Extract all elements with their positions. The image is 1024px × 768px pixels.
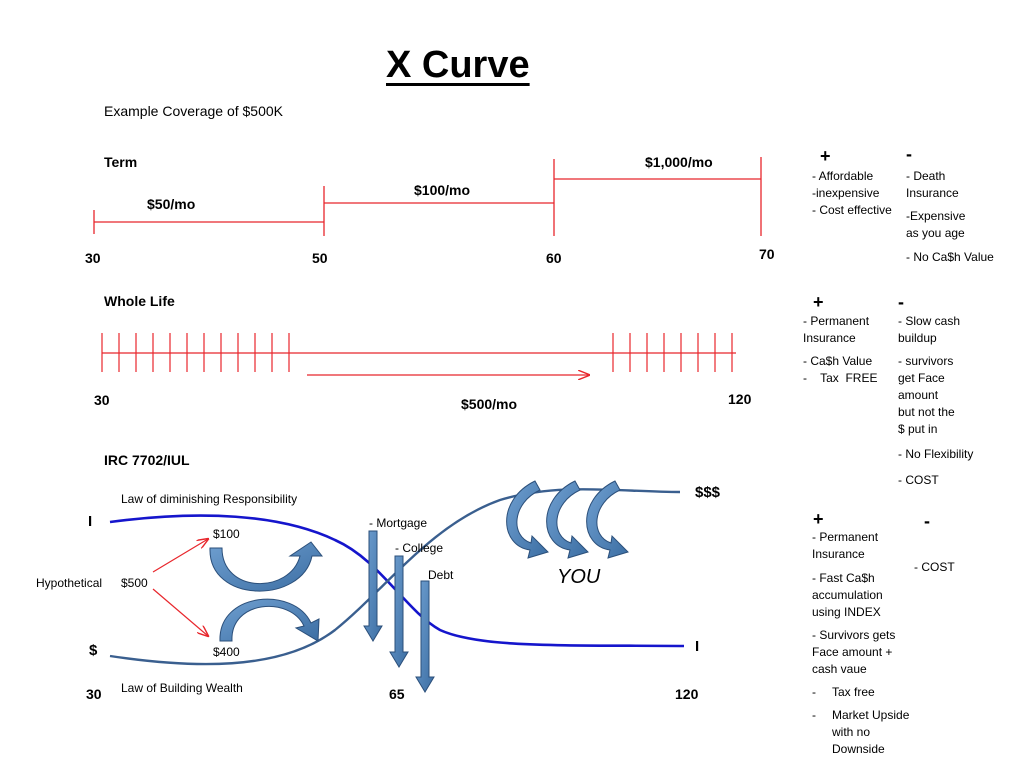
mortgage-arrow (363, 530, 383, 642)
iul-age-120: 120 (675, 686, 699, 702)
debt-arrows (363, 530, 435, 693)
curved-arrow-top (209, 541, 324, 592)
term-pros: - Affordable -inexpensive - Cost effecti… (812, 168, 894, 219)
iul-label: IRC 7702/IUL (104, 452, 190, 468)
term-timeline (93, 157, 762, 236)
debt-college: - College (395, 541, 444, 555)
term-plus: + (820, 146, 831, 166)
iul-con-1: - COST (914, 560, 955, 574)
whole-life-price: $500/mo (461, 396, 518, 412)
whole-life-pros: - Permanent Insurance - Ca$h Value - Tax… (803, 313, 889, 387)
term-con-2: -Expensive as you age (906, 209, 966, 240)
term-price-50: $50/mo (147, 196, 196, 212)
curved-arrows-left (209, 541, 324, 642)
right-bottom-symbol: I (695, 638, 700, 655)
term-price-1000: $1,000/mo (645, 154, 713, 170)
curved-arrow-bottom (219, 598, 320, 642)
term-label: Term (104, 154, 138, 170)
whole-life-timeline (101, 333, 736, 375)
iul-plus: + (813, 509, 824, 529)
whole-life-plus: + (813, 292, 824, 312)
responsibility-curve (109, 514, 685, 648)
hypothetical-label: Hypothetical (36, 576, 103, 590)
iul-pro-5-row: -Market Upside with no Downside (812, 707, 918, 758)
debt-mortgage: - Mortgage (369, 516, 428, 530)
you-arrow-3 (586, 480, 629, 559)
term-con-3: - No Ca$h Value (906, 250, 994, 264)
iul-pro-1: - Permanent Insurance (812, 530, 879, 561)
term-age-60: 60 (546, 250, 562, 266)
amount-bottom: $400 (213, 645, 240, 659)
term-minus: - (906, 144, 912, 164)
whole-life-minus: - (898, 292, 904, 312)
whole-life-age-30: 30 (94, 392, 110, 408)
term-pro-1: - Affordable (812, 169, 874, 183)
college-arrow (389, 555, 409, 668)
amount-top: $100 (213, 527, 240, 541)
iul-age-65: 65 (389, 686, 405, 702)
debt-arrow (415, 580, 435, 693)
term-price-100: $100/mo (414, 182, 471, 198)
term-age-50: 50 (312, 250, 328, 266)
you-arrow-2 (546, 480, 589, 559)
iul-pros: - Permanent Insurance - Fast Ca$h accumu… (812, 529, 918, 758)
iul-pro-4: Tax free (832, 685, 875, 699)
iul-pro-3: - Survivors gets Face amount + cash vaue (812, 628, 896, 676)
whole-life-ticks-left (101, 333, 290, 372)
whole-life-age-120: 120 (728, 391, 752, 407)
right-top-symbol: $$$ (695, 484, 721, 501)
law-diminishing-responsibility: Law of diminishing Responsibility (121, 492, 298, 506)
page-title: X Curve (386, 44, 530, 86)
term-age-30: 30 (85, 250, 101, 266)
term-pro-3: - Cost effective (812, 203, 892, 217)
subtitle: Example Coverage of $500K (104, 103, 283, 119)
iul-pro-5: Market Upside with no Downside (832, 708, 910, 756)
term-pro-2: -inexpensive (812, 186, 880, 200)
whole-life-cons: - Slow cash buildup - survivors get Face… (898, 313, 988, 489)
iul-cons: - COST (914, 559, 955, 576)
whole-life-con-3: - No Flexibility (898, 447, 974, 461)
iul-pro-2: - Fast Ca$h accumulation using INDEX (812, 571, 883, 619)
left-top-symbol: I (88, 513, 93, 530)
iul-pro-4-row: -Tax free (812, 685, 875, 699)
iul-age-30: 30 (86, 686, 102, 702)
whole-life-con-1: - Slow cash buildup (898, 314, 961, 345)
debt-debt: Debt (428, 568, 454, 582)
term-cons: - Death Insurance -Expensive as you age … (906, 168, 1004, 266)
amount-total: $500 (121, 576, 148, 590)
whole-life-label: Whole Life (104, 293, 175, 309)
term-age-70: 70 (759, 246, 775, 262)
whole-life-pro-1: - Permanent Insurance (803, 314, 870, 345)
split-arrow-bottom (152, 588, 208, 636)
term-con-1: - Death Insurance (906, 169, 959, 200)
whole-life-pro-2: - Ca$h Value (803, 354, 873, 368)
law-building-wealth: Law of Building Wealth (121, 681, 243, 695)
whole-life-pro-3: - Tax FREE (803, 371, 878, 385)
iul-minus: - (924, 511, 930, 531)
you-label: YOU (557, 566, 601, 588)
you-arrows (506, 480, 629, 559)
left-bottom-symbol: $ (89, 642, 98, 659)
whole-life-ticks-right (612, 333, 733, 372)
whole-life-con-2: - survivors get Face amount but not the … (898, 354, 955, 436)
split-arrow-top (152, 539, 208, 573)
you-arrow-1 (506, 480, 549, 559)
whole-life-con-4: - COST (898, 473, 939, 487)
